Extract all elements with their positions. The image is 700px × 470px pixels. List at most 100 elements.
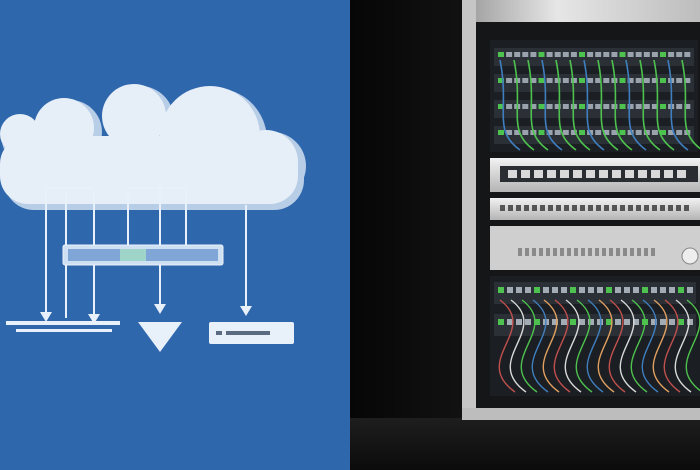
port	[636, 205, 641, 211]
port	[522, 78, 529, 83]
port	[508, 170, 517, 178]
port	[612, 205, 617, 211]
port	[552, 319, 558, 325]
server-rack	[350, 0, 700, 470]
left-background	[0, 0, 350, 470]
vent	[602, 248, 606, 256]
port	[669, 287, 675, 293]
port	[562, 104, 569, 109]
port	[560, 170, 569, 178]
port	[635, 130, 642, 135]
port	[678, 287, 684, 293]
port	[498, 78, 504, 83]
port	[579, 52, 585, 57]
port	[624, 319, 630, 325]
port	[615, 319, 621, 325]
port	[643, 130, 650, 135]
port	[570, 52, 577, 57]
port	[676, 104, 683, 109]
vent	[553, 248, 557, 256]
port	[642, 287, 648, 293]
port	[633, 287, 639, 293]
port	[597, 287, 603, 293]
floor	[350, 418, 700, 470]
port	[676, 130, 683, 135]
port	[579, 130, 585, 135]
vent	[525, 248, 529, 256]
port	[534, 170, 543, 178]
cable	[641, 299, 659, 393]
port	[664, 170, 673, 178]
cable	[555, 59, 577, 151]
cable	[509, 299, 527, 393]
port	[603, 130, 610, 135]
vent	[532, 248, 536, 256]
cable	[597, 299, 615, 393]
port	[556, 205, 561, 211]
port	[564, 205, 569, 211]
port	[603, 104, 610, 109]
vent	[546, 248, 550, 256]
port	[570, 130, 577, 135]
port	[587, 78, 594, 83]
port	[579, 287, 585, 293]
port	[595, 104, 602, 109]
port	[668, 52, 675, 57]
port	[570, 319, 576, 325]
cable	[608, 299, 626, 393]
vent	[581, 248, 585, 256]
port	[507, 319, 513, 325]
port	[507, 287, 513, 293]
port	[627, 52, 634, 57]
port	[516, 287, 522, 293]
port	[498, 287, 504, 293]
cable	[520, 299, 538, 393]
port	[498, 52, 504, 57]
vent	[560, 248, 564, 256]
port	[588, 287, 594, 293]
vent	[588, 248, 592, 256]
port	[522, 52, 529, 57]
cable	[583, 59, 605, 151]
port	[633, 319, 639, 325]
port	[651, 130, 658, 135]
cable	[498, 299, 516, 393]
cloud-illustration-panel	[0, 0, 350, 470]
port	[524, 205, 529, 211]
port	[498, 319, 504, 325]
cable	[586, 299, 604, 393]
port	[500, 205, 505, 211]
port	[606, 319, 612, 325]
cable	[541, 59, 563, 151]
port	[546, 104, 553, 109]
port	[660, 205, 665, 211]
port	[687, 287, 693, 293]
port	[588, 205, 593, 211]
port	[627, 130, 634, 135]
arrowheads	[40, 304, 252, 324]
port	[660, 130, 666, 135]
port	[619, 78, 626, 83]
port	[561, 319, 567, 325]
port	[635, 52, 642, 57]
vent	[616, 248, 620, 256]
port	[587, 52, 594, 57]
vent	[609, 248, 613, 256]
vent	[651, 248, 655, 256]
port	[508, 205, 513, 211]
port	[604, 205, 609, 211]
port	[611, 130, 618, 135]
port	[606, 287, 612, 293]
port	[506, 104, 513, 109]
rack-base	[462, 408, 700, 420]
port	[580, 205, 585, 211]
port	[579, 78, 585, 83]
port	[547, 170, 556, 178]
port	[538, 78, 545, 83]
port	[554, 130, 561, 135]
vent	[539, 248, 543, 256]
port	[643, 104, 650, 109]
cable	[619, 299, 637, 393]
port	[588, 319, 594, 325]
